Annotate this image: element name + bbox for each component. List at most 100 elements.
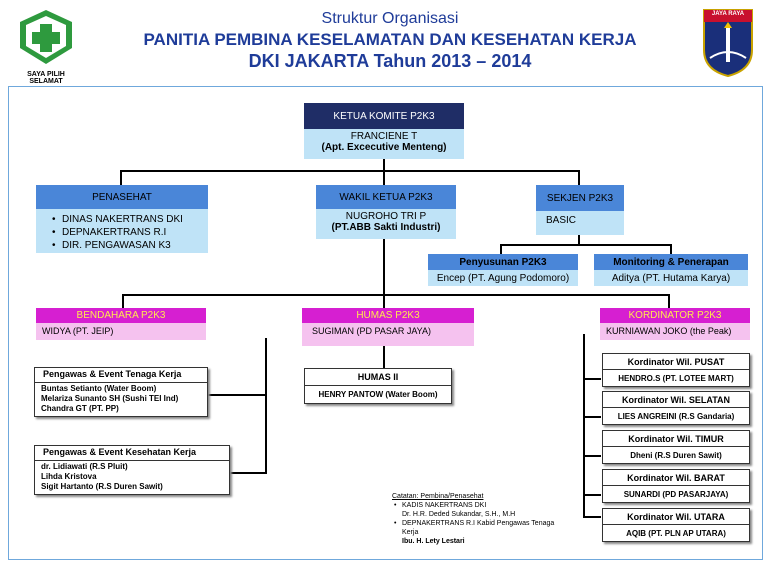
penasehat-title: PENASEHAT <box>36 185 208 209</box>
pengawas-kesehatan-line: Lihda Kristova <box>41 472 97 481</box>
connector <box>383 346 385 368</box>
connector <box>583 378 601 380</box>
humas-name: SUGIMAN (PD PASAR JAYA) <box>302 323 474 346</box>
kordinator-name: KURNIAWAN JOKO (the Peak) <box>600 323 750 340</box>
penasehat-list: DINAS NAKERTRANS DKI DEPNAKERTRANS R.I D… <box>48 213 208 252</box>
pengawas-tenaga-line: Buntas Setianto (Water Boom) <box>41 384 157 393</box>
connector <box>265 338 267 474</box>
connector <box>208 394 266 396</box>
pengawas-kesehatan-line: dr. Lidiawati (R.S Pluit) <box>41 462 128 471</box>
penyusunan-node: Penyusunan P2K3 Encep (PT. Agung Podomor… <box>428 254 578 286</box>
logo-right: JAYA RAYA <box>700 6 756 78</box>
wilayah-node-timur: Kordinator Wil. TIMUR Dheni (R.S Duren S… <box>602 430 750 464</box>
humas2-name: HENRY PANTOW (Water Boom) <box>318 390 438 399</box>
header-line-3: DKI JAKARTA Tahun 2013 – 2014 <box>248 51 532 71</box>
ketua-title: KETUA KOMITE P2K3 <box>304 103 464 129</box>
wilayah-node-pusat: Kordinator Wil. PUSAT HENDRO.S (PT. LOTE… <box>602 353 750 387</box>
connector <box>670 244 672 254</box>
pengawas-kesehatan-title: Pengawas & Event Kesehatan Kerja <box>35 446 229 461</box>
connector <box>578 170 580 185</box>
header-line-1: Struktur Organisasi <box>321 10 459 27</box>
bullet-icon: • <box>394 502 397 509</box>
logo-right-text: JAYA RAYA <box>711 11 745 17</box>
monitoring-node: Monitoring & Penerapan Aditya (PT. Hutam… <box>594 254 748 286</box>
bendahara-node: BENDAHARA P2K3 WIDYA (PT. JEIP) <box>36 308 206 340</box>
connector <box>668 294 670 308</box>
wilayah-name: AQIB (PT. PLN AP UTARA) <box>626 528 726 538</box>
connector <box>500 244 502 254</box>
jakarta-crest-icon <box>703 9 753 78</box>
connector <box>122 294 670 296</box>
wilayah-node-barat: Kordinator Wil. BARAT SUNARDI (PD PASARJ… <box>602 469 750 503</box>
chart-frame <box>8 86 763 560</box>
pengawas-kesehatan-node: Pengawas & Event Kesehatan Kerja dr. Lid… <box>34 445 230 495</box>
safety-cross-icon <box>20 10 72 64</box>
pengawas-tenaga-line: Chandra GT (PT. PP) <box>41 404 119 413</box>
connector <box>383 238 385 308</box>
list-item: DINAS NAKERTRANS DKI <box>52 213 208 226</box>
wilayah-title: Kordinator Wil. PUSAT <box>603 354 749 370</box>
bendahara-title: BENDAHARA P2K3 <box>36 308 206 323</box>
connector <box>583 416 601 418</box>
ketua-org: (Apt. Excecutive Menteng) <box>321 142 447 153</box>
wilayah-name: HENDRO.S (PT. LOTEE MART) <box>618 373 734 383</box>
catatan-item: • DEPNAKERTRANS R.I Kabid Pengawas Tenag… <box>392 519 572 537</box>
monitoring-title: Monitoring & Penerapan <box>594 254 748 270</box>
humas2-node: HUMAS II HENRY PANTOW (Water Boom) <box>304 368 452 404</box>
bullet-icon: • <box>394 520 397 527</box>
penyusunan-title: Penyusunan P2K3 <box>428 254 578 270</box>
connector <box>583 516 601 518</box>
wilayah-title: Kordinator Wil. BARAT <box>603 470 749 486</box>
catatan-item-2: DEPNAKERTRANS R.I Kabid Pengawas Tenaga … <box>402 520 555 536</box>
humas2-title: HUMAS II <box>305 369 451 386</box>
catatan-item: • KADIS NAKERTRANS DKI <box>392 501 572 510</box>
pengawas-tenaga-line: Melariza Sunanto SH (Sushi TEI Ind) <box>41 394 179 403</box>
sekjen-name: BASIC <box>546 215 577 226</box>
logo-left: SAYA PILIH SELAMAT <box>14 8 78 85</box>
wilayah-name: Dheni (R.S Duren Sawit) <box>630 450 722 460</box>
humas-node: HUMAS P2K3 SUGIMAN (PD PASAR JAYA) <box>302 308 474 346</box>
wilayah-node-utara: Kordinator Wil. UTARA AQIB (PT. PLN AP U… <box>602 508 750 542</box>
monitoring-name: Aditya (PT. Hutama Karya) <box>594 270 748 286</box>
ketua-node: KETUA KOMITE P2K3 FRANCIENE T (Apt. Exce… <box>304 103 464 159</box>
penasehat-node: PENASEHAT DINAS NAKERTRANS DKI DEPNAKERT… <box>36 185 208 253</box>
wilayah-node-selatan: Kordinator Wil. SELATAN LIES ANGREINI (R… <box>602 391 750 425</box>
catatan-title: Catatan: Pembina/Penasehat <box>392 493 484 500</box>
wilayah-title: Kordinator Wil. UTARA <box>603 509 749 525</box>
wakil-name: NUGROHO TRI P <box>345 211 427 222</box>
connector <box>583 455 601 457</box>
connector <box>578 234 580 246</box>
penyusunan-name: Encep (PT. Agung Podomoro) <box>428 270 578 286</box>
wakil-node: WAKIL KETUA P2K3 NUGROHO TRI P (PT.ABB S… <box>316 185 456 239</box>
ketua-name: FRANCIENE T <box>350 131 418 142</box>
catatan-note: Catatan: Pembina/Penasehat • KADIS NAKER… <box>392 492 572 552</box>
pengawas-kesehatan-line: Sigit Hartanto (R.S Duren Sawit) <box>41 482 163 491</box>
list-item: DEPNAKERTRANS R.I <box>52 226 208 239</box>
connector <box>122 294 124 308</box>
wakil-title: WAKIL KETUA P2K3 <box>316 185 456 209</box>
humas-title: HUMAS P2K3 <box>302 308 474 323</box>
kordinator-title: KORDINATOR P2K3 <box>600 308 750 323</box>
wilayah-title: Kordinator Wil. SELATAN <box>603 392 749 408</box>
list-item: DIR. PENGAWASAN K3 <box>52 239 208 252</box>
sekjen-node: SEKJEN P2K3 BASIC <box>536 185 624 235</box>
wilayah-name: LIES ANGREINI (R.S Gandaria) <box>617 411 735 421</box>
bendahara-name: WIDYA (PT. JEIP) <box>36 323 206 340</box>
wilayah-title: Kordinator Wil. TIMUR <box>603 431 749 447</box>
sekjen-title: SEKJEN P2K3 <box>536 185 624 211</box>
connector <box>500 244 672 246</box>
pengawas-tenaga-node: Pengawas & Event Tenaga Kerja Buntas Set… <box>34 367 208 417</box>
catatan-item-1-sub: Dr. H.R. Deded Sukandar, S.H., M.H <box>402 511 516 518</box>
header-line-2: PANITIA PEMBINA KESELAMATAN DAN KESEHATA… <box>143 30 637 49</box>
connector <box>230 472 266 474</box>
kordinator-node: KORDINATOR P2K3 KURNIAWAN JOKO (the Peak… <box>600 308 750 340</box>
connector <box>120 170 122 185</box>
pengawas-tenaga-title: Pengawas & Event Tenaga Kerja <box>35 368 207 383</box>
wakil-org: (PT.ABB Sakti Industri) <box>331 222 441 233</box>
logo-left-text: SAYA PILIH SELAMAT <box>27 71 65 85</box>
connector <box>583 494 601 496</box>
wilayah-name: SUNARDI (PD PASARJAYA) <box>623 489 729 499</box>
catatan-item-1: KADIS NAKERTRANS DKI <box>402 502 487 509</box>
connector <box>120 170 580 172</box>
catatan-item-2-sub: Ibu. H. Lety Lestari <box>402 538 465 545</box>
